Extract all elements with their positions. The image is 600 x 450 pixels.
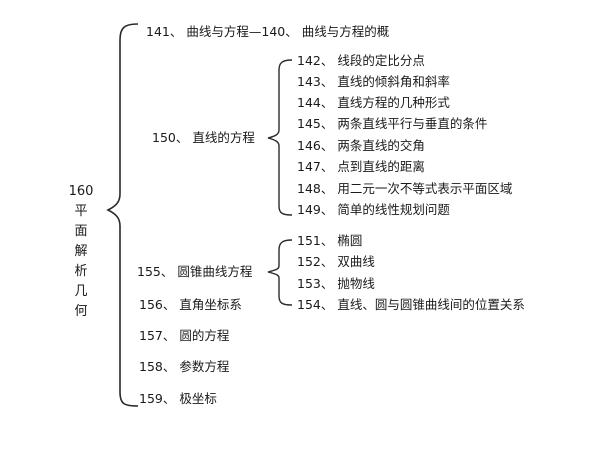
main-brace xyxy=(106,23,139,407)
node-label: 直线方程的几种形式 xyxy=(337,95,450,110)
node-156: 156、直角坐标系 xyxy=(139,297,242,313)
node-number: 142 xyxy=(297,53,321,68)
separator: 、 xyxy=(320,53,334,68)
conic-brace xyxy=(267,239,293,306)
leaf-143: 143、直线的倾斜角和斜率 xyxy=(297,74,450,90)
separator: 、 xyxy=(162,391,176,406)
node-label: 线段的定比分点 xyxy=(337,53,425,68)
root-title-char: 平 xyxy=(74,204,88,219)
node-number: 148 xyxy=(297,181,321,196)
node-number: 141 xyxy=(146,24,170,39)
node-label: 曲线与方程的概 xyxy=(301,24,390,39)
leaf-145: 145、两条直线平行与垂直的条件 xyxy=(297,116,487,132)
node-label: 参数方程 xyxy=(179,359,230,374)
node-label: 极坐标 xyxy=(179,391,217,406)
node-number: 150 xyxy=(152,130,176,145)
node-label: 两条直线平行与垂直的条件 xyxy=(337,116,488,131)
separator: 、 xyxy=(160,264,174,279)
node-number: 151 xyxy=(297,233,321,248)
node-label: 圆锥曲线方程 xyxy=(177,264,253,279)
node-155: 155、圆锥曲线方程 xyxy=(137,264,252,280)
node-157: 157、圆的方程 xyxy=(139,328,229,344)
node-label: 直线、圆与圆锥曲线间的位置关系 xyxy=(337,297,525,312)
leaf-144: 144、直线方程的几种形式 xyxy=(297,95,450,111)
node-number: 159 xyxy=(139,391,163,406)
node-number: 146 xyxy=(297,138,321,153)
root-number: 160 xyxy=(68,184,94,199)
node-label: 直角坐标系 xyxy=(179,297,242,312)
node-number: 140 xyxy=(261,24,286,39)
leaf-154: 154、直线、圆与圆锥曲线间的位置关系 xyxy=(297,297,525,313)
leaf-149: 149、简单的线性规划问题 xyxy=(297,202,450,218)
root-node: 160 平 面 解 析 几 何 xyxy=(66,182,96,322)
node-number: 154 xyxy=(297,297,321,312)
root-title-char: 面 xyxy=(74,224,88,239)
node-label: 点到直线的距离 xyxy=(337,159,425,174)
separator: 、 xyxy=(320,233,334,248)
root-title-char: 何 xyxy=(74,304,88,319)
node-number: 144 xyxy=(297,95,321,110)
separator: 、 xyxy=(320,181,334,196)
node-number: 152 xyxy=(297,254,321,269)
node-number: 145 xyxy=(297,116,321,131)
node-label: 用二元一次不等式表示平面区域 xyxy=(337,181,513,196)
node-number: 147 xyxy=(297,159,321,174)
node-number: 143 xyxy=(297,74,321,89)
separator: 、 xyxy=(320,74,334,89)
node-label: 直线的倾斜角和斜率 xyxy=(337,74,450,89)
node-number: 157 xyxy=(139,328,163,343)
separator: 、 xyxy=(162,328,176,343)
leaf-151: 151、椭圆 xyxy=(297,233,362,249)
node-label: 圆的方程 xyxy=(179,328,230,343)
leaf-148: 148、用二元一次不等式表示平面区域 xyxy=(297,181,512,197)
node-number: 153 xyxy=(297,276,321,291)
node-159: 159、极坐标 xyxy=(139,391,217,407)
node-150: 150、直线的方程 xyxy=(152,130,255,146)
leaf-153: 153、抛物线 xyxy=(297,276,375,292)
node-label: 直线的方程 xyxy=(192,130,255,145)
separator: 、 xyxy=(175,130,189,145)
separator: 、 xyxy=(320,159,334,174)
separator: 、 xyxy=(320,202,334,217)
separator: 、 xyxy=(320,276,334,291)
separator: 、 xyxy=(162,297,176,312)
node-158: 158、参数方程 xyxy=(139,359,229,375)
connector-dash: — xyxy=(248,24,262,39)
node-label: 双曲线 xyxy=(337,254,375,269)
separator: 、 xyxy=(320,297,334,312)
node-number: 158 xyxy=(139,359,163,374)
clipped-top-caption xyxy=(268,0,468,4)
separator: 、 xyxy=(320,254,334,269)
node-label: 曲线与方程 xyxy=(186,24,249,39)
separator: 、 xyxy=(162,359,176,374)
separator: 、 xyxy=(285,24,298,39)
leaf-146: 146、两条直线的交角 xyxy=(297,138,425,154)
root-title-char: 析 xyxy=(74,264,88,279)
node-label: 两条直线的交角 xyxy=(337,138,425,153)
node-number: 156 xyxy=(139,297,163,312)
node-label: 简单的线性规划问题 xyxy=(337,202,450,217)
node-label: 椭圆 xyxy=(337,233,363,248)
root-title-char: 解 xyxy=(74,244,88,259)
node-number: 149 xyxy=(297,202,321,217)
node-141: 141、曲线与方程—140、曲线与方程的概 xyxy=(146,24,389,40)
separator: 、 xyxy=(169,24,183,39)
separator: 、 xyxy=(320,138,334,153)
leaf-152: 152、双曲线 xyxy=(297,254,375,270)
leaf-147: 147、点到直线的距离 xyxy=(297,159,425,175)
separator: 、 xyxy=(320,95,334,110)
separator: 、 xyxy=(320,116,334,131)
leaf-142: 142、线段的定比分点 xyxy=(297,53,425,69)
node-number: 155 xyxy=(137,264,161,279)
line-equation-brace xyxy=(267,59,293,216)
root-title-char: 几 xyxy=(74,284,88,299)
node-label: 抛物线 xyxy=(337,276,375,291)
